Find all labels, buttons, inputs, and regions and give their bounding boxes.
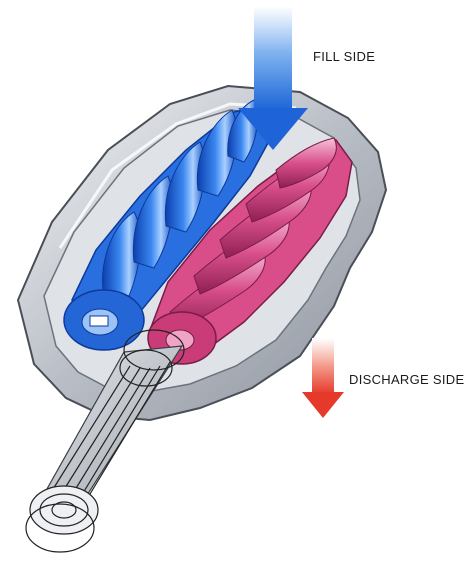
- discharge-side-arrow: [302, 338, 344, 418]
- fill-side-label: FILL SIDE: [313, 49, 375, 64]
- discharge-side-label: DISCHARGE SIDE: [349, 372, 464, 387]
